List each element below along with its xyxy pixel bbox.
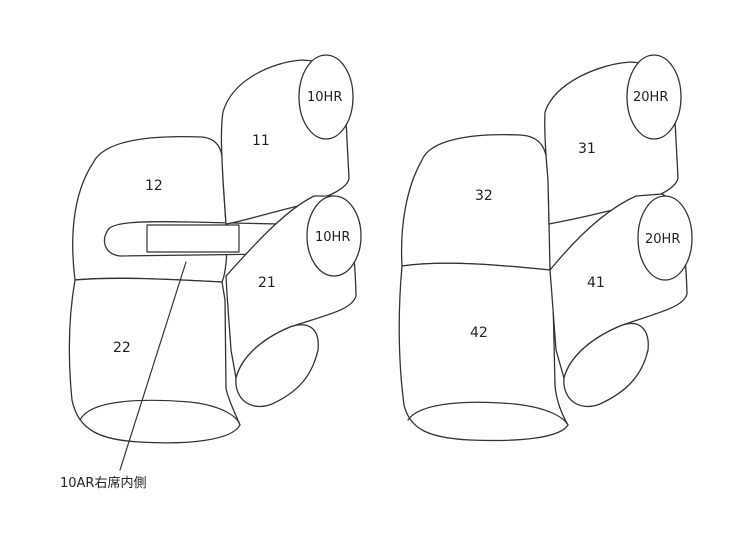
headrest-20hr-upper	[626, 54, 682, 140]
label-20hr-lower: 20HR	[645, 232, 680, 247]
headrest-10hr-lower	[306, 195, 362, 277]
label-12: 12	[145, 178, 163, 194]
label-31: 31	[578, 141, 596, 157]
headrest-10hr-upper	[298, 54, 354, 140]
armrest-insert	[146, 224, 240, 253]
label-41: 41	[587, 275, 605, 291]
label-10hr-upper: 10HR	[307, 90, 342, 105]
backrest-12	[72, 135, 228, 283]
label-10hr-lower: 10HR	[315, 230, 350, 245]
callout-leader	[119, 261, 187, 471]
right-seat-set: 32 31 41 42 20HR 20HR	[398, 54, 693, 442]
label-21: 21	[258, 275, 276, 291]
label-22: 22	[113, 340, 131, 356]
cushion-42-front-seam	[407, 401, 569, 426]
headrest-20hr-lower	[637, 195, 693, 281]
seat-21-bottom	[235, 324, 319, 408]
seat-41-bottom	[563, 322, 649, 408]
label-32: 32	[475, 188, 493, 204]
label-20hr-upper: 20HR	[633, 90, 668, 105]
cushion-22-front-seam	[79, 399, 241, 426]
left-seat-set: 12 11 21 22 10HR 10HR 10AR右席内側	[60, 54, 362, 491]
callout-label-10ar: 10AR右席内側	[60, 475, 146, 491]
label-42: 42	[470, 325, 488, 341]
label-11: 11	[252, 133, 270, 149]
cushion-42	[398, 262, 569, 442]
